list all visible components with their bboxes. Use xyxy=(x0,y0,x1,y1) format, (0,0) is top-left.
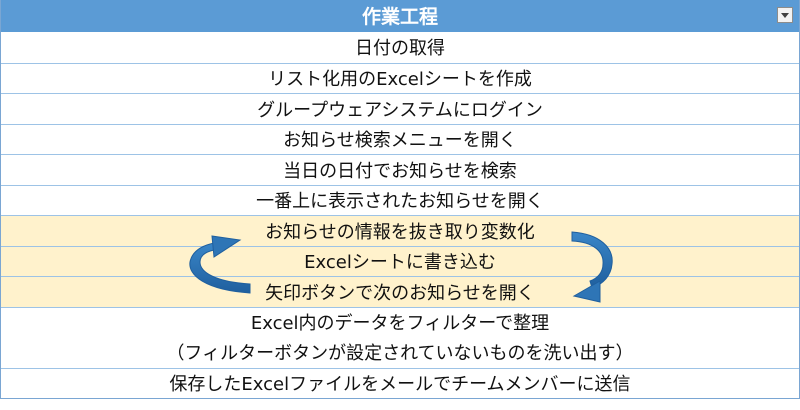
table-row[interactable]: 日付の取得 xyxy=(355,38,445,60)
table-header: 作業工程 xyxy=(1,0,799,32)
table-row[interactable]: 保存したExcelファイルをメールでチームメンバーに送信 xyxy=(1,367,799,399)
table-row[interactable]: （フィルターボタンが設定されていないものを洗い出す） xyxy=(166,343,634,365)
table-row[interactable]: 一番上に表示されたお知らせを開く xyxy=(1,184,799,216)
table-row[interactable]: お知らせ検索メニューを開く xyxy=(1,123,799,155)
table-row-highlighted[interactable]: 矢印ボタンで次のお知らせを開く xyxy=(1,276,799,307)
table-row[interactable]: 当日の日付でお知らせを検索 xyxy=(1,154,799,185)
table-row[interactable]: グループウェアシステムにログイン xyxy=(1,93,799,124)
table-row[interactable]: リスト化用のExcelシートを作成 xyxy=(1,62,799,94)
filter-dropdown-button[interactable] xyxy=(777,7,793,23)
process-table: 作業工程 日付の取得 リスト化用のExcelシートを作成 グループウェアシステム… xyxy=(0,0,800,399)
table-row-highlighted[interactable]: お知らせの情報を抜き取り変数化 xyxy=(1,215,799,246)
table-row-highlighted[interactable]: Excelシートに書き込む xyxy=(1,245,799,276)
dropdown-arrow-icon xyxy=(781,12,789,18)
header-title: 作業工程 xyxy=(361,6,438,28)
table-row[interactable]: Excel内のデータをフィルターで整理 xyxy=(1,306,799,338)
